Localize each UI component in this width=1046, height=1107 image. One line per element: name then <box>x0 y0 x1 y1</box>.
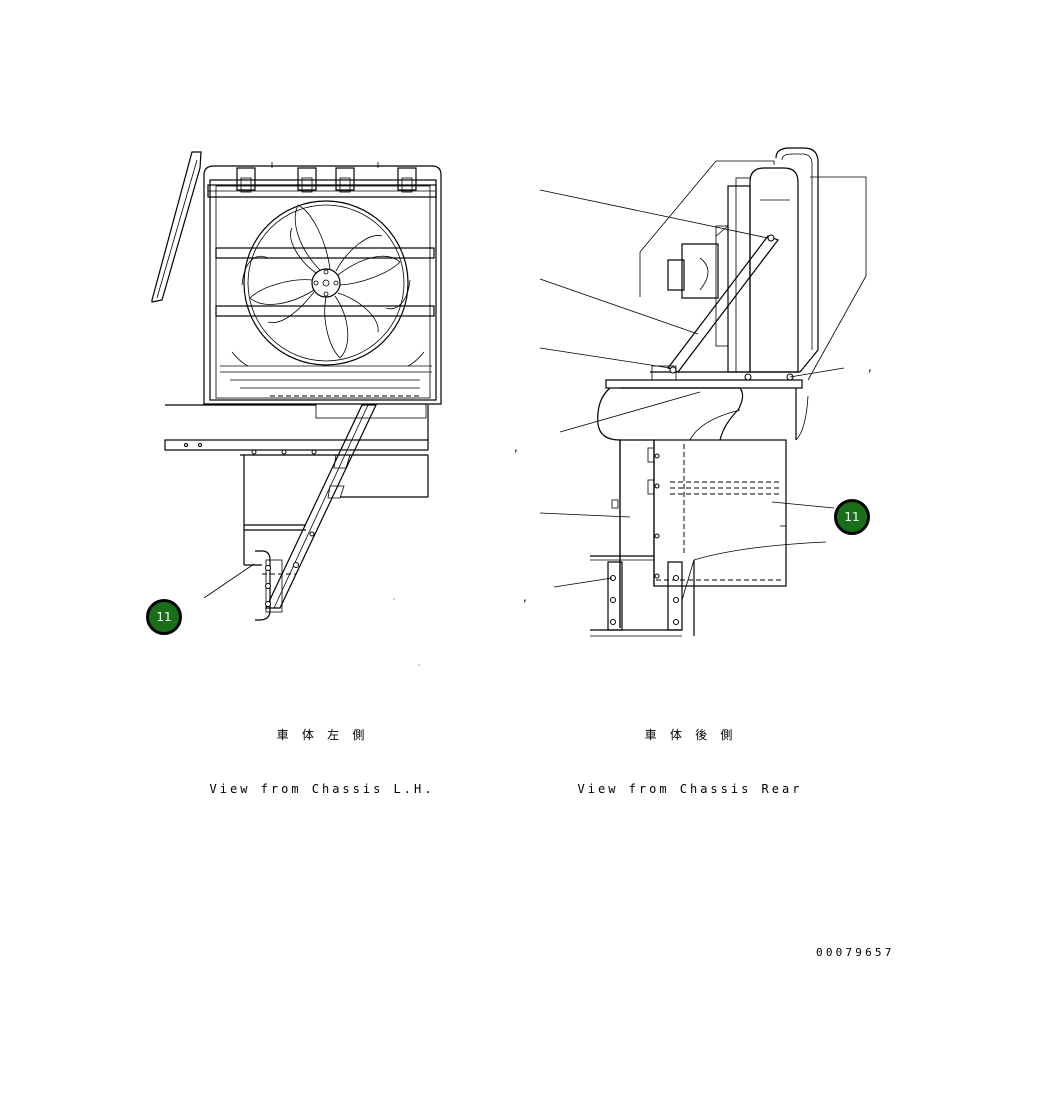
right-view-caption-jp: 車 体 後 側 <box>644 728 736 742</box>
left-view-caption-en: View from Chassis L.H. <box>209 782 435 796</box>
callout-part-11-right[interactable]: 11 <box>834 499 870 535</box>
left-view-caption: 車 体 左 側 View from Chassis L.H. <box>200 690 444 816</box>
left-view-drawing <box>151 151 442 666</box>
left-view-caption-jp: 車 体 左 側 <box>276 728 368 742</box>
comma-mark: , <box>514 440 518 454</box>
comma-mark: , <box>868 360 872 374</box>
right-view-drawing <box>539 147 867 637</box>
right-view-caption: 車 体 後 側 View from Chassis Rear <box>570 690 810 816</box>
comma-mark: , <box>523 590 527 604</box>
callout-part-11-left[interactable]: 11 <box>146 599 182 635</box>
right-view-caption-en: View from Chassis Rear <box>577 782 803 796</box>
drawing-number: 00079657 <box>816 946 895 959</box>
